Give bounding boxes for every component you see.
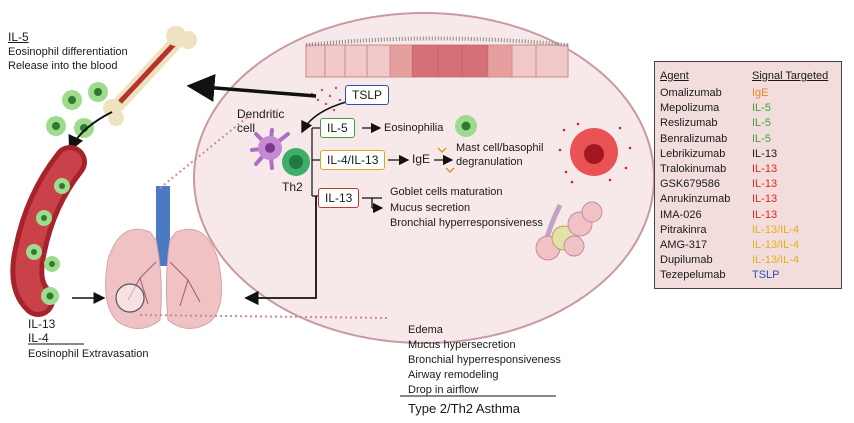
table-row: Mepolizuma IL-5 — [655, 102, 841, 117]
il4-left-label: IL-4 — [28, 331, 49, 345]
goblet-label: Goblet cells maturation — [390, 186, 503, 198]
signal-target: IL-13 — [752, 147, 778, 160]
symptom-item: Bronchial hyperresponsiveness — [408, 354, 561, 366]
signal-target: IL-13 — [752, 193, 778, 206]
signal-target: IgE — [752, 87, 769, 99]
table-row: Reslizumab IL-5 — [655, 117, 841, 132]
signal-column-header: Signal Targeted — [752, 70, 829, 82]
lungs-icon — [105, 186, 223, 329]
signal-target: IL-5 — [752, 102, 771, 115]
signal-target: TSLP — [752, 269, 780, 282]
ige-label: IgE — [412, 152, 431, 166]
agent-name: Mepolizuma — [660, 102, 720, 115]
agent-name: Benralizumab — [660, 132, 728, 145]
signal-target: IL-5 — [752, 132, 771, 145]
il5-cytokine-box: IL-5 — [320, 118, 355, 138]
mast-cell-label-line2: degranulation — [456, 156, 523, 168]
agent-name: Tralokinumab — [660, 163, 727, 175]
tslp-dots — [310, 86, 342, 112]
bone-icon — [103, 26, 197, 126]
ige-antibody-icon — [437, 147, 455, 174]
symptom-item: Drop in airflow — [408, 384, 479, 396]
table-row: Tralokinumab IL-13 — [655, 163, 841, 178]
symptom-item: Airway remodeling — [408, 369, 499, 381]
table-row: AMG-317 IL-13/IL-4 — [655, 239, 841, 254]
symptom-item: Mucus hypersecretion — [408, 339, 516, 351]
agent-name: Reslizumab — [660, 117, 718, 130]
table-row: Lebrikizumab IL-13 — [655, 148, 841, 163]
il4-il13-cytokine-box: IL-4/IL-13 — [320, 150, 386, 170]
eosinophil-extravasation-label: Eosinophil Extravasation — [28, 348, 149, 360]
dendritic-label-line2: cell — [237, 121, 256, 135]
agent-name: Anrukinzumab — [660, 193, 731, 206]
agent-column-header: Agent — [660, 70, 689, 82]
eosinophil-icon — [46, 82, 108, 138]
agent-name: AMG-317 — [660, 239, 708, 251]
table-row: IMA-026 IL-13 — [655, 209, 841, 224]
agent-name: IMA-026 — [660, 208, 702, 221]
agent-name: GSK679586 — [660, 178, 720, 191]
dendritic-cell-icon — [250, 128, 290, 170]
agent-name: Tezepelumab — [660, 269, 726, 282]
th2-label: Th2 — [282, 180, 303, 194]
mast-cell-label-line1: Mast cell/basophil — [456, 142, 544, 154]
signal-target: IL-5 — [752, 117, 771, 130]
il13-left-label: IL-13 — [28, 317, 56, 331]
symptom-item: Edema — [408, 324, 443, 336]
epithelium-icon — [305, 36, 569, 78]
table-row: GSK679586 IL-13 — [655, 178, 841, 193]
agent-name: Omalizumab — [660, 87, 722, 99]
mucus-secretion-label: Mucus secretion — [390, 202, 471, 214]
release-into-blood-label: Release into the blood — [8, 60, 118, 72]
signal-target: IL-13 — [752, 178, 778, 191]
signal-target: IL-13/IL-4 — [752, 254, 800, 267]
table-row: Anrukinzumab IL-13 — [655, 193, 841, 208]
signal-target: IL-13/IL-4 — [752, 239, 800, 251]
th2-cell-icon — [282, 148, 310, 176]
table-row: Pitrakinra IL-13/IL-4 — [655, 224, 841, 239]
mast-cell-icon — [558, 122, 632, 184]
signal-target: IL-13 — [752, 208, 778, 221]
signal-target: IL-13 — [752, 163, 778, 175]
table-row: Tezepelumab TSLP — [655, 269, 841, 284]
il5-title: IL-5 — [8, 30, 29, 44]
table-row: Omalizumab IgE — [655, 87, 841, 102]
table-row: Benralizumab IL-5 — [655, 133, 841, 148]
signal-target: IL-13/IL-4 — [752, 223, 800, 236]
agent-name: Lebrikizumab — [660, 147, 726, 160]
eosinophilia-label: Eosinophilia — [384, 122, 444, 134]
table-row: Dupilumab IL-13/IL-4 — [655, 254, 841, 269]
agent-name: Pitrakinra — [660, 223, 707, 236]
bronchial-label: Bronchial hyperresponsiveness — [390, 217, 543, 229]
agent-table: Agent Signal Targeted Omalizumab IgE Mepol… — [654, 61, 842, 289]
eosinophil-differentiation-label: Eosinophil differentiation — [8, 46, 128, 58]
blood-vessel-icon — [10, 145, 87, 317]
tslp-box: TSLP — [345, 85, 390, 105]
asthma-title: Type 2/Th2 Asthma — [408, 401, 521, 416]
agent-name: Dupilumab — [660, 254, 713, 267]
il13-cytokine-box: IL-13 — [318, 188, 360, 208]
alveoli-icon — [535, 201, 603, 261]
dendritic-label-line1: Dendritic — [237, 107, 285, 121]
